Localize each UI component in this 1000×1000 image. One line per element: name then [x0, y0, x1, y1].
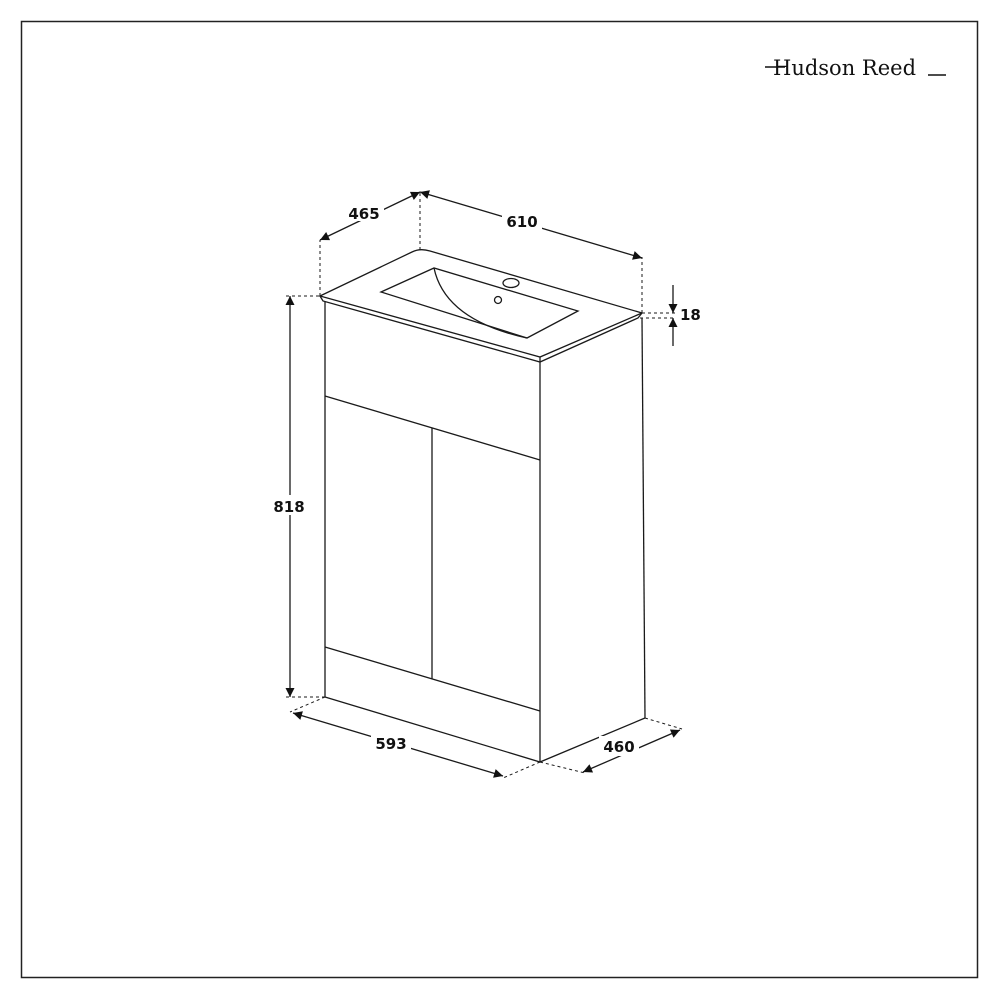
bowl-curve — [433, 267, 528, 339]
dim-cabinet-width: 593 — [375, 735, 406, 753]
basin — [318, 249, 644, 363]
dim-cabinet-depth: 460 — [603, 738, 634, 756]
logo: Hudson Reed — [765, 56, 946, 80]
cabinet — [324, 302, 646, 763]
dim-basin-width: 610 — [506, 213, 537, 231]
dim-height: 818 — [273, 498, 304, 516]
plinth-line — [324, 646, 541, 712]
overflow-hole — [493, 295, 503, 305]
dim-basin-depth: 465 — [348, 205, 379, 223]
tap-hole — [502, 277, 520, 289]
sink-bowl — [379, 267, 580, 339]
logo-text: Hudson Reed — [773, 56, 916, 80]
dimension-lines — [285, 190, 683, 779]
dim-basin-thickness: 18 — [680, 306, 701, 324]
frame-border — [20, 20, 979, 979]
